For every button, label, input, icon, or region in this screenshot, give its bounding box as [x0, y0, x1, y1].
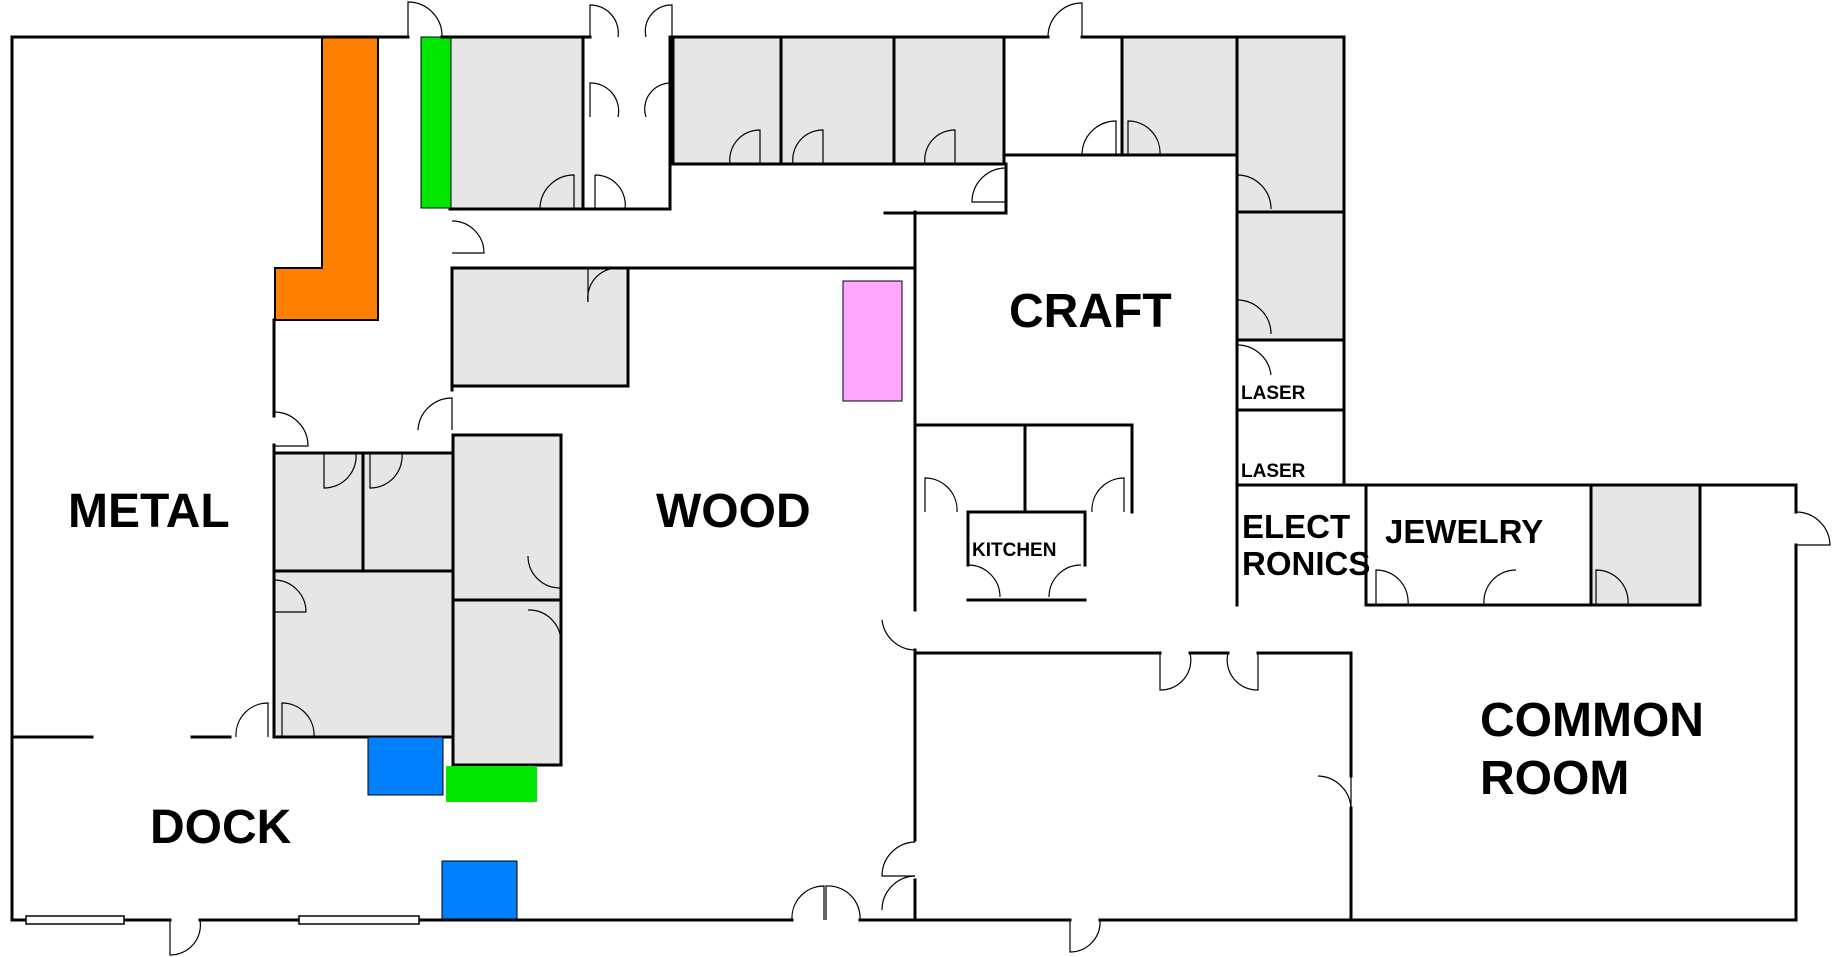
room-north-5: [1120, 35, 1239, 157]
room-west-wood: [450, 266, 630, 388]
outer-walls: [10, 35, 1798, 925]
label-wood: WOOD: [656, 485, 811, 538]
room-east-common: [1589, 483, 1702, 607]
room-north-3: [779, 35, 896, 166]
room-north-2: [671, 35, 783, 166]
label-jewelry: JEWELRY: [1385, 513, 1543, 550]
room-mid-big: [272, 569, 455, 739]
blue-marker-2: [441, 860, 518, 920]
label-craft: CRAFT: [1009, 285, 1172, 338]
room-small-1: [272, 451, 365, 573]
label-common-line2: ROOM: [1480, 752, 1629, 805]
room-northeast-1: [1235, 35, 1346, 214]
label-kitchen: KITCHEN: [972, 540, 1056, 561]
blue-marker-1: [367, 736, 444, 796]
color-markers: [274, 36, 903, 920]
room-north-1: [448, 35, 585, 211]
room-labels: METAL WOOD CRAFT DOCK KITCHEN LASER LASE…: [68, 285, 1704, 854]
room-north-4: [892, 35, 1006, 166]
label-laser-1: LASER: [1241, 383, 1306, 404]
room-mid-1: [451, 433, 563, 602]
storage-rooms: [272, 35, 1702, 767]
label-dock: DOCK: [150, 801, 292, 854]
pink-marker: [842, 280, 903, 402]
label-common-line1: COMMON: [1480, 694, 1704, 747]
orange-marker: [274, 36, 379, 321]
window-2: [298, 915, 420, 925]
interior-walls: [10, 35, 1593, 922]
window-1: [25, 915, 125, 925]
label-electronics-line1: ELECT: [1242, 508, 1350, 545]
room-mid-2: [451, 598, 563, 767]
green-marker-north: [420, 36, 452, 209]
label-laser-2: LASER: [1241, 461, 1306, 482]
doors: [169, 1, 1831, 956]
green-marker-south: [446, 766, 537, 802]
room-small-2: [361, 451, 455, 573]
label-electronics-line2: RONICS: [1242, 545, 1370, 582]
room-northeast-2: [1235, 210, 1346, 342]
label-metal: METAL: [68, 485, 230, 538]
